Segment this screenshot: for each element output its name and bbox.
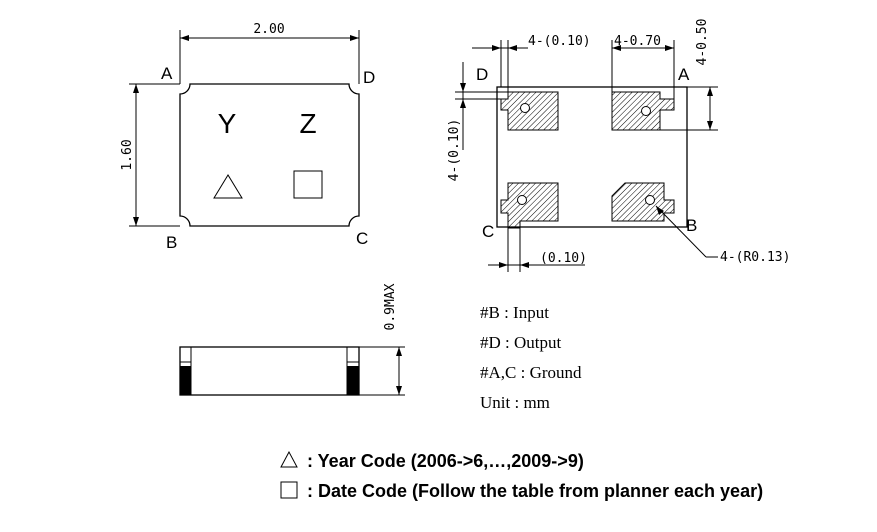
side-view: 0.9MAX	[179, 283, 405, 396]
pin-b-desc: #B : Input	[480, 303, 549, 322]
top-corner-b: B	[166, 233, 177, 252]
pad-width-dimension: 4-(0.10)	[528, 34, 591, 49]
side-gap-dimension: 4-(0.10)	[447, 119, 462, 182]
top-corner-d: D	[363, 68, 375, 87]
height-dimension: 1.60	[120, 139, 135, 170]
bottom-gap-dimension: (0.10)	[540, 251, 587, 266]
pad-d	[500, 91, 559, 131]
date-code-square-icon	[293, 170, 323, 199]
year-code-triangle-icon	[213, 174, 243, 199]
pad-d-via	[520, 103, 530, 113]
pin-ac-desc: #A,C : Ground	[480, 363, 582, 382]
marking-z: Z	[299, 108, 316, 139]
legend: : Year Code (2006->6,…,2009->9) : Date C…	[280, 450, 763, 501]
pin-d-desc: #D : Output	[480, 333, 562, 352]
radius-dimension: 4-(R0.13)	[720, 250, 790, 265]
top-view: 2.00 1.60 A D B C Y Z	[120, 22, 375, 252]
pad-c-via	[517, 195, 527, 205]
left-terminal	[180, 366, 191, 395]
height-max-dimension: 0.9MAX	[383, 283, 398, 330]
radius-leader-line	[655, 205, 707, 258]
pad-c	[500, 182, 559, 229]
side-view-outline	[179, 346, 360, 396]
pad-b-via	[645, 195, 655, 205]
legend-year-code: : Year Code (2006->6,…,2009->9)	[307, 451, 584, 471]
top-view-outline	[179, 83, 360, 227]
legend-date-code: : Date Code (Follow the table from plann…	[307, 481, 763, 501]
pin-descriptions: #B : Input #D : Output #A,C : Ground Uni…	[480, 303, 582, 412]
legend-square-icon	[280, 481, 298, 499]
bottom-corner-b: B	[686, 216, 697, 235]
top-corner-a: A	[161, 64, 173, 83]
width-dimension: 2.00	[253, 22, 284, 37]
bottom-corner-a: A	[678, 65, 690, 84]
legend-triangle-icon	[280, 450, 298, 468]
right-terminal	[347, 366, 359, 395]
bottom-view-outline	[496, 86, 688, 228]
unit-desc: Unit : mm	[480, 393, 550, 412]
bottom-corner-d: D	[476, 65, 488, 84]
bottom-corner-c: C	[482, 222, 494, 241]
bottom-view: 4-(0.10) 4-0.70 4-0.50 4-(0.10) (0.10) 4	[447, 19, 790, 272]
pad-a-via	[641, 106, 651, 116]
top-corner-c: C	[356, 229, 368, 248]
pad-height-dimension: 4-0.50	[695, 19, 710, 66]
marking-y: Y	[218, 108, 237, 139]
pad-length-dimension: 4-0.70	[614, 34, 661, 49]
